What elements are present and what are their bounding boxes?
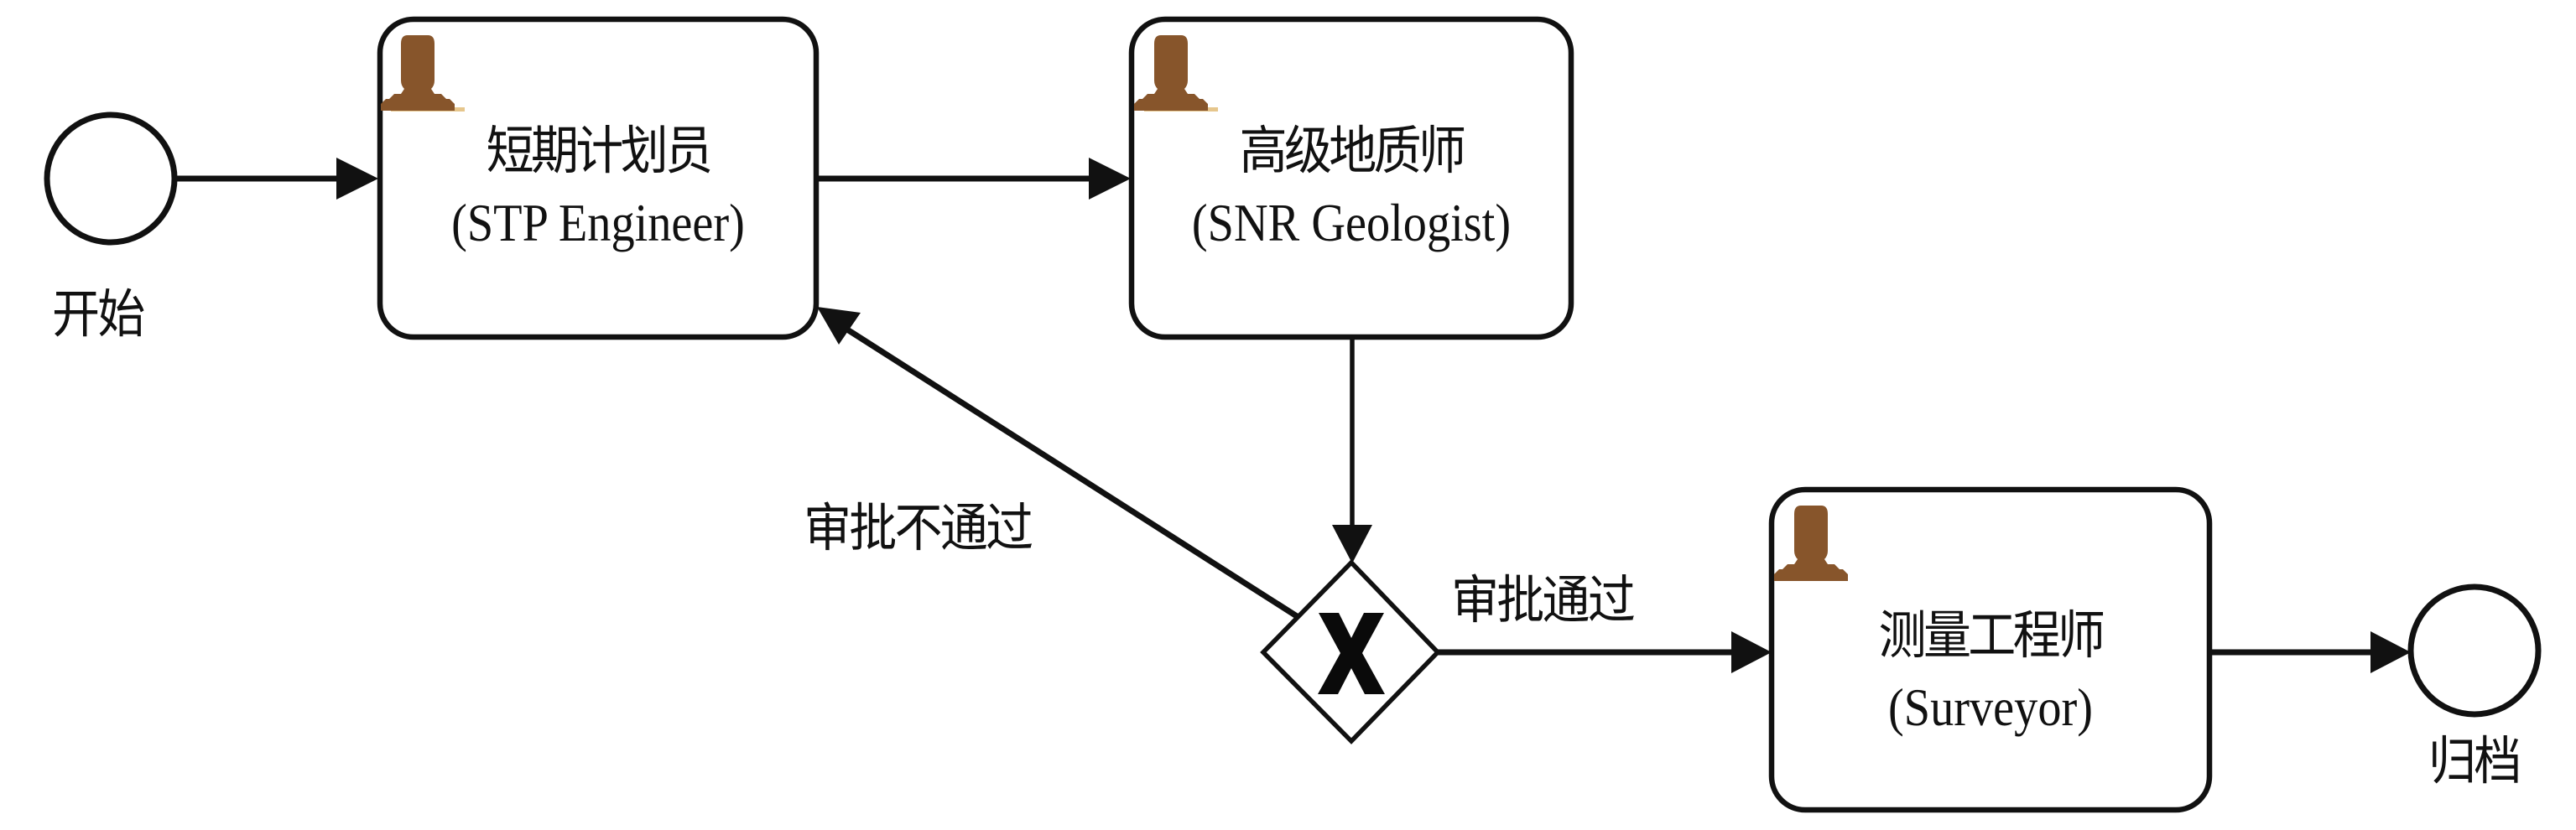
task-title-zh: 短期计划员 [486,123,713,180]
task-surveyor[interactable]: 测量工程师 (Surveyor) [1772,610,2209,734]
arrowhead-icon [1089,158,1131,200]
arrowhead-icon [336,158,378,200]
task-stp-engineer[interactable]: 短期计划员 (STP Engineer) [380,126,816,250]
arrowhead-icon [1332,525,1372,563]
flow-label-approved: 审批通过 [1451,573,1636,630]
flow-label-rejected: 审批不通过 [804,501,1033,558]
end-event[interactable] [2407,584,2542,718]
user-icon [1774,506,1848,581]
arrowhead-icon [817,307,861,345]
start-event[interactable] [44,112,178,246]
user-icon [381,35,465,112]
task-snr-geologist[interactable]: 高级地质师 (SNR Geologist) [1132,126,1571,250]
task-title-en: (STP Engineer) [451,193,745,252]
arrowhead-icon [1731,631,1772,673]
start-event-label: 开始 [52,287,145,344]
user-icon [1134,35,1218,112]
task-title-zh: 高级地质师 [1239,123,1466,180]
flow-gateway-to-stp-rejected[interactable] [846,327,1298,619]
end-event-label: 归档 [2428,734,2521,791]
task-title-en: (SNR Geologist) [1191,193,1512,252]
gateway-x-marker-icon [1318,613,1385,694]
task-title-en: (Surveyor) [1888,677,2093,737]
task-title-zh: 测量工程师 [1878,608,2105,665]
arrowhead-icon [2370,631,2411,673]
